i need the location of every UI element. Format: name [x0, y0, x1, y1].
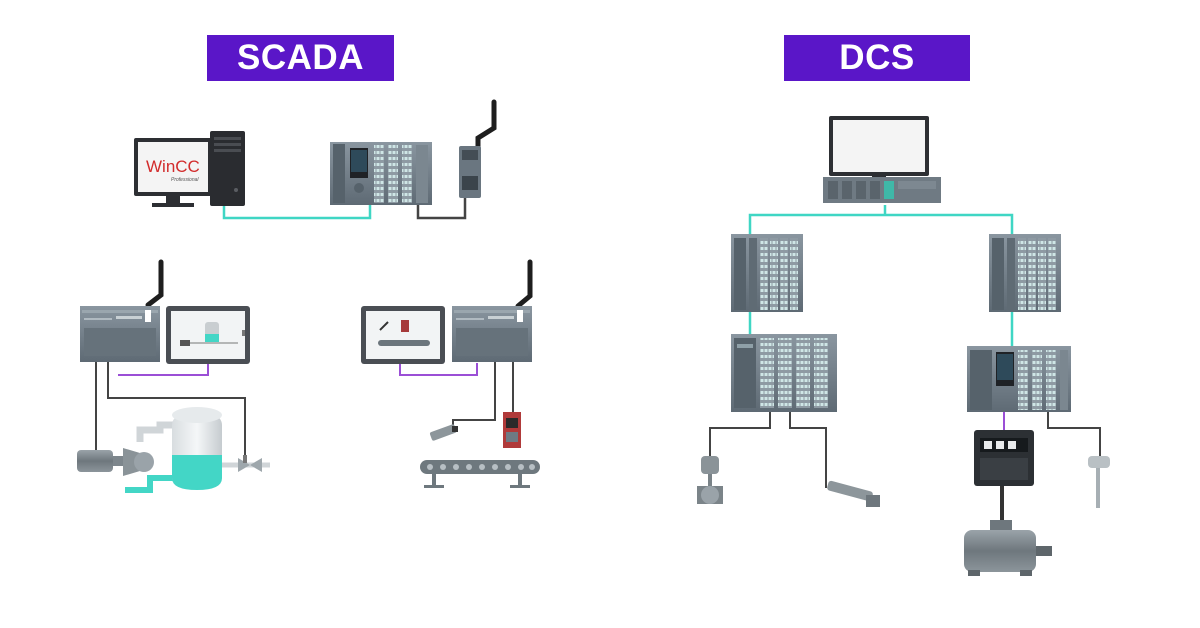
dcs-operator-monitor [829, 116, 929, 181]
proximity-sensor [429, 424, 458, 441]
dcs-proximity-sensor [827, 480, 880, 507]
wincc-logo-text: WinCC [146, 157, 200, 176]
remote-station-2-rtu [452, 306, 532, 362]
wincc-logo: WinCC Professional [146, 157, 200, 183]
dcs-title: DCS [784, 35, 970, 81]
conveyor-belt [420, 460, 540, 488]
scada-gateway-cable [416, 198, 467, 220]
scada-master-plc [330, 142, 432, 205]
dcs-controller-left [731, 234, 803, 312]
scada-workstation-tower [210, 131, 245, 206]
remote-station-1-cables [95, 362, 246, 462]
remote-station-2-antenna [515, 259, 533, 309]
variable-frequency-drive [974, 430, 1034, 522]
scada-title: SCADA [207, 35, 394, 81]
pump [77, 448, 154, 476]
scada-ethernet-cable [222, 205, 372, 220]
dcs-controller-right [989, 234, 1061, 312]
remote-station-2-hmi [361, 306, 445, 364]
remote-station-1-antenna [145, 259, 164, 308]
scada-cellular-gateway [459, 99, 497, 198]
control-valve [697, 456, 723, 504]
dcs-server-rack [823, 177, 941, 203]
water-tank [172, 407, 222, 490]
electric-motor [964, 520, 1052, 576]
dcs-io-station-left [731, 334, 837, 412]
remote-station-1-rtu [80, 306, 160, 362]
dcs-io-station-right [967, 346, 1071, 412]
remote-station-1-hmi [166, 306, 250, 364]
wincc-edition-text: Professional [171, 177, 199, 183]
process-valve [238, 455, 262, 472]
dcs-ethernet-network [748, 205, 1014, 346]
photoelectric-sensor [503, 412, 521, 448]
remote-station-2-cables [399, 362, 514, 428]
temperature-sensor [1088, 456, 1110, 508]
dcs-field-cables [709, 412, 1101, 488]
scada-workstation-monitor [134, 138, 212, 207]
